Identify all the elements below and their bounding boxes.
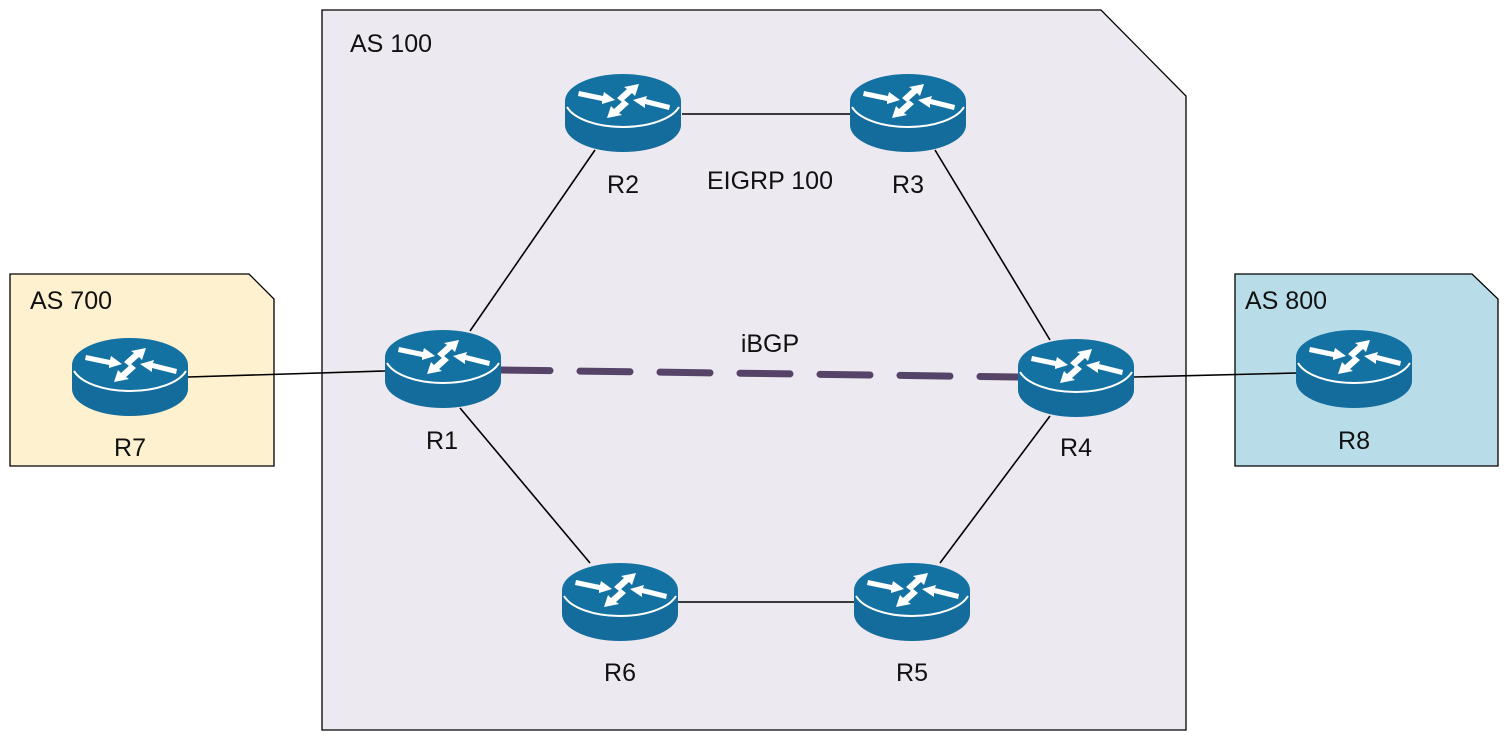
eigrp-label: EIGRP 100: [707, 167, 833, 195]
as800-label: AS 800: [1245, 287, 1327, 315]
as700-label: AS 700: [30, 287, 112, 315]
link-r1-r2: [469, 149, 596, 332]
ibgp-label: iBGP: [741, 330, 799, 358]
link-r3-r4: [934, 149, 1051, 341]
router-r4[interactable]: [1017, 338, 1135, 418]
router-icon: [71, 337, 189, 417]
router-label-r2: R2: [607, 171, 639, 199]
router-label-r5: R5: [896, 659, 928, 687]
router-r6[interactable]: [561, 562, 679, 642]
router-label-r8: R8: [1338, 427, 1370, 455]
router-icon: [853, 562, 971, 642]
router-r8[interactable]: [1295, 329, 1413, 409]
links: [187, 113, 1297, 603]
link-r7-r1: [187, 370, 386, 378]
router-r3[interactable]: [849, 73, 967, 153]
router-icon: [849, 73, 967, 153]
router-r5[interactable]: [853, 562, 971, 642]
link-r4-r5: [939, 415, 1051, 564]
link-r4-r8: [1133, 372, 1297, 378]
router-r7[interactable]: [71, 337, 189, 417]
router-icon: [561, 562, 679, 642]
link-r1-r4-ibgp: [496, 366, 1022, 381]
link-r6-r1: [459, 407, 591, 564]
router-r1[interactable]: [384, 329, 502, 409]
router-label-r3: R3: [892, 171, 924, 199]
router-r2[interactable]: [564, 73, 682, 153]
router-label-r6: R6: [604, 659, 636, 687]
router-label-r7: R7: [114, 434, 146, 462]
router-label-r1: R1: [426, 427, 458, 455]
router-icon: [1295, 329, 1413, 409]
router-icon: [564, 73, 682, 153]
as100-label: AS 100: [350, 30, 432, 58]
router-icon: [384, 329, 502, 409]
router-icon: [1017, 338, 1135, 418]
router-label-r4: R4: [1060, 434, 1092, 462]
